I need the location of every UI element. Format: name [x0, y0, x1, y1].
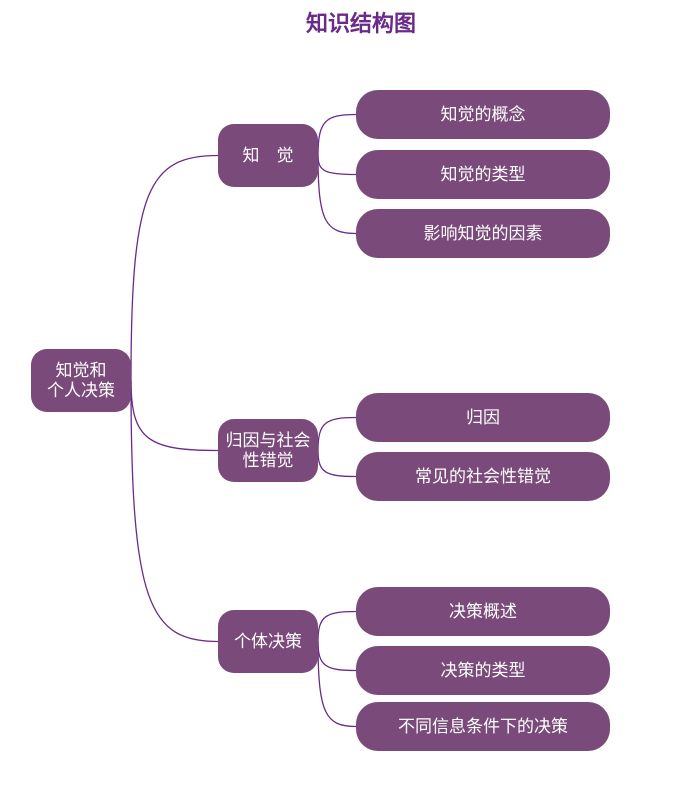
connector-line	[317, 450, 357, 478]
connector-line	[317, 113, 357, 156]
leaf-node[interactable]: 不同信息条件下的决策	[356, 702, 610, 751]
leaf-label: 不同信息条件下的决策	[398, 716, 568, 737]
connector-line	[130, 380, 219, 452]
connector-line	[317, 641, 357, 672]
branch-node-attribution[interactable]: 归因与社会 性错觉	[218, 419, 318, 482]
connector-line	[317, 155, 357, 176]
leaf-label: 常见的社会性错觉	[415, 466, 551, 487]
connector-line	[317, 155, 357, 235]
leaf-label: 决策的类型	[440, 660, 526, 681]
branch-label: 知 觉	[242, 145, 294, 166]
branch-node-decision[interactable]: 个体决策	[218, 610, 318, 673]
connector-line	[130, 380, 219, 643]
connector-line	[130, 154, 219, 381]
diagram-title: 知识结构图	[305, 12, 416, 37]
root-node-label: 知觉和 个人决策	[47, 360, 115, 401]
leaf-node[interactable]: 知觉的概念	[356, 90, 610, 139]
leaf-node[interactable]: 常见的社会性错觉	[356, 452, 610, 501]
connector-line	[317, 641, 357, 728]
leaf-node[interactable]: 决策的类型	[356, 646, 610, 695]
leaf-label: 归因	[466, 407, 500, 428]
root-node[interactable]: 知觉和 个人决策	[31, 349, 131, 412]
leaf-label: 知觉的类型	[440, 164, 526, 185]
leaf-label: 影响知觉的因素	[423, 223, 543, 244]
connector-line	[317, 610, 357, 642]
branch-node-perception[interactable]: 知 觉	[218, 124, 318, 187]
leaf-node[interactable]: 决策概述	[356, 587, 610, 636]
leaf-node[interactable]: 知觉的类型	[356, 150, 610, 199]
branch-label: 归因与社会 性错觉	[225, 430, 311, 471]
leaf-node[interactable]: 影响知觉的因素	[356, 209, 610, 258]
leaf-label: 决策概述	[449, 601, 517, 622]
leaf-label: 知觉的概念	[440, 104, 526, 125]
connector-line	[317, 416, 357, 451]
branch-label: 个体决策	[234, 631, 302, 652]
leaf-node[interactable]: 归因	[356, 393, 610, 442]
